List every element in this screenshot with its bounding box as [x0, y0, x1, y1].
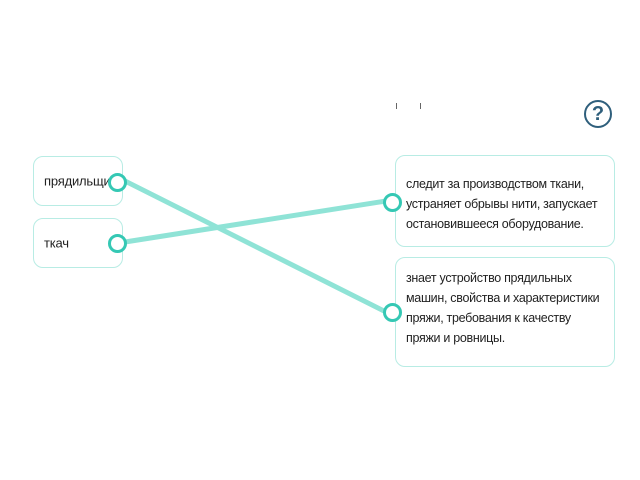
match-item-description: следит за производством ткани, устраняет… — [406, 177, 598, 231]
connector-handle[interactable] — [383, 303, 402, 322]
help-icon[interactable]: ? — [584, 100, 612, 128]
connector-handle[interactable] — [108, 234, 127, 253]
tick-mark — [420, 103, 421, 109]
match-item-description: знает устройство прядильных машин, свойс… — [406, 271, 600, 345]
match-item-right[interactable]: знает устройство прядильных машин, свойс… — [395, 257, 615, 367]
connection-line — [122, 178, 389, 315]
match-item-label: прядильщик — [44, 173, 117, 189]
match-item-label: ткач — [44, 235, 69, 251]
connector-handle[interactable] — [108, 173, 127, 192]
tick-mark — [396, 103, 397, 109]
connector-handle[interactable] — [383, 193, 402, 212]
connection-line — [122, 198, 389, 245]
match-item-right[interactable]: следит за производством ткани, устраняет… — [395, 155, 615, 247]
